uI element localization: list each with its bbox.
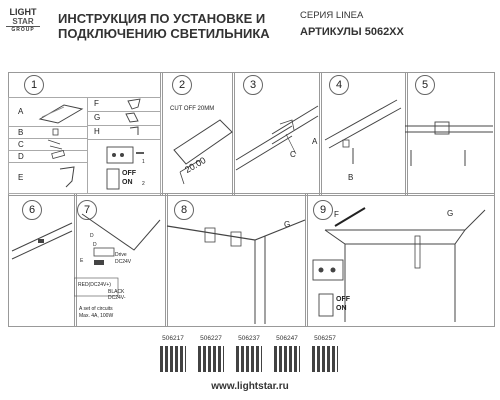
end-cap-illustration <box>324 99 402 164</box>
qr-code-icon <box>236 346 262 372</box>
circuit-number: 1 <box>142 159 145 165</box>
step-number: 4 <box>329 75 349 95</box>
parts-illustrations <box>38 98 144 190</box>
cut-off-text: CUT OFF 20MM <box>170 106 215 112</box>
page-title: ИНСТРУКЦИЯ ПО УСТАНОВКЕ И ПОДКЛЮЧЕНИЮ СВ… <box>58 11 270 41</box>
brand-logo: LIGHT STAR GROUP <box>6 8 40 34</box>
qr-code-icon <box>160 346 186 372</box>
step-number: 5 <box>415 75 435 95</box>
logo-line2: STAR <box>12 17 34 26</box>
article-code: 506237 <box>238 335 260 342</box>
part-label-d: D <box>18 152 24 161</box>
wire-red: RED(DC24V+) <box>78 282 111 288</box>
step-number: 9 <box>313 200 333 220</box>
step-number: 8 <box>174 200 194 220</box>
step-5-panel <box>405 72 495 196</box>
parts-table: A B C D E F G H 1 OFF ON 2 <box>8 97 161 194</box>
part-label-b: B <box>18 128 24 137</box>
wall-profile-illustration <box>11 222 73 260</box>
website-link[interactable]: www.lightstar.ru <box>211 381 289 392</box>
circuit-number: 2 <box>142 181 145 187</box>
part-label-e: E <box>18 173 24 182</box>
qr-code-icon <box>274 346 300 372</box>
step-number: 7 <box>77 200 97 220</box>
drive-voltage: DC24V <box>115 259 132 265</box>
step-9-panel <box>305 193 495 327</box>
off-label: OFF <box>336 296 350 303</box>
step-4-panel <box>319 72 408 196</box>
on-label: ON <box>336 305 347 312</box>
part-label-f: F <box>94 99 99 108</box>
logo-line1: LIGHT <box>9 7 37 17</box>
articles-label: АРТИКУЛЫ 5062XX <box>300 26 404 38</box>
title-line2: ПОДКЛЮЧЕНИЮ СВЕТИЛЬНИКА <box>58 26 270 41</box>
logo-line3: GROUP <box>6 26 40 34</box>
wire-dc-minus: DC24V- <box>108 295 126 301</box>
part-f-marker: F <box>334 210 339 219</box>
circuits-limit: Max. 4A, 100W <box>79 313 114 319</box>
part-label-a: A <box>18 107 24 116</box>
step-number: 6 <box>22 200 42 220</box>
qr-code-icon <box>198 346 224 372</box>
step-8-panel <box>165 193 308 327</box>
part-label-g: G <box>94 113 101 122</box>
on-label: ON <box>122 179 133 186</box>
article-code: 506257 <box>314 335 336 342</box>
step-number: 1 <box>24 75 44 95</box>
article-code: 506227 <box>200 335 222 342</box>
part-label-h: H <box>94 127 100 136</box>
step-3-panel <box>232 72 322 196</box>
room-install-illustration <box>312 207 486 322</box>
part-g-marker: G <box>284 220 291 229</box>
step-number: 3 <box>243 75 263 95</box>
ceiling-mount-illustration <box>405 121 493 166</box>
circuits-note: A set of circuits <box>79 306 113 312</box>
article-code: 506247 <box>276 335 298 342</box>
part-g-marker: G <box>447 209 454 218</box>
series-label: СЕРИЯ LINEA <box>300 10 364 21</box>
part-d-marker: D <box>90 233 94 239</box>
qr-code-icon <box>312 346 338 372</box>
part-a-marker: A <box>312 137 318 146</box>
part-b-marker: B <box>348 173 354 182</box>
profile-join-illustration <box>235 105 319 171</box>
part-c-marker: C <box>290 150 296 159</box>
part-label-c: C <box>18 140 24 149</box>
step-number: 2 <box>172 75 192 95</box>
part-e-marker: E <box>80 258 84 264</box>
cut-illustration <box>173 119 233 185</box>
wiring-illustration <box>74 213 161 297</box>
wire-black: BLACK <box>108 289 125 295</box>
part-d-marker: D <box>93 242 97 248</box>
article-code: 506217 <box>162 335 184 342</box>
off-label: OFF <box>122 170 136 177</box>
drive-label: Drive <box>115 252 127 258</box>
corner-install-illustration <box>166 219 306 324</box>
title-line1: ИНСТРУКЦИЯ ПО УСТАНОВКЕ И <box>58 11 266 26</box>
